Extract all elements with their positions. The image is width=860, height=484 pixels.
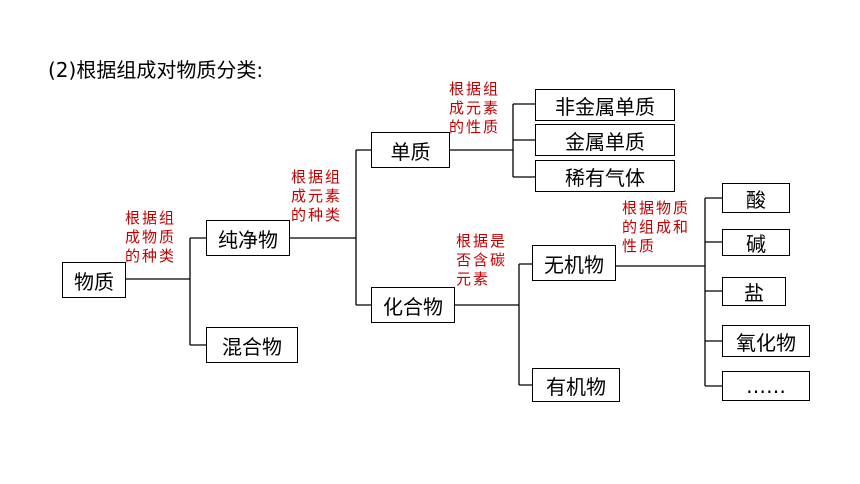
connector-huahewu [455,263,532,386]
node-danzhi: 单质 [371,132,450,168]
annotation-composition-substance: 根据组 成物质 的种类 [125,209,177,265]
node-yanghuawu: 氧化物 [722,325,810,357]
node-feijinshu: 非金属单质 [535,89,675,121]
node-huahewu: 化合物 [371,287,455,323]
node-wujiwu: 无机物 [532,245,616,281]
node-jian: 碱 [722,229,790,256]
node-jinshu: 金属单质 [535,124,675,156]
node-youjiwu: 有机物 [532,368,620,402]
node-more: …… [722,371,810,401]
connector-wuzhi [126,237,206,346]
node-suan: 酸 [722,183,790,213]
annotation-carbon: 根据是 否含碳 元素 [456,232,508,288]
connector-danzhi [450,103,535,178]
annotation-element-type: 根据组 成元素 的种类 [291,168,343,224]
page-title: (2)根据组成对物质分类: [48,58,264,82]
node-xiyou: 稀有气体 [535,160,675,192]
annotation-element-property: 根据组 成元素 的性质 [449,80,501,136]
node-wuzhi: 物质 [62,262,126,298]
node-chunjingwu: 纯净物 [206,220,290,256]
node-hunhewu: 混合物 [206,327,298,363]
annotation-composition-property: 根据物质 的组成和 性质 [622,199,691,255]
node-yan: 盐 [722,277,786,306]
connector-chunjingwu [290,149,371,306]
connector-wujiwu [616,197,722,387]
